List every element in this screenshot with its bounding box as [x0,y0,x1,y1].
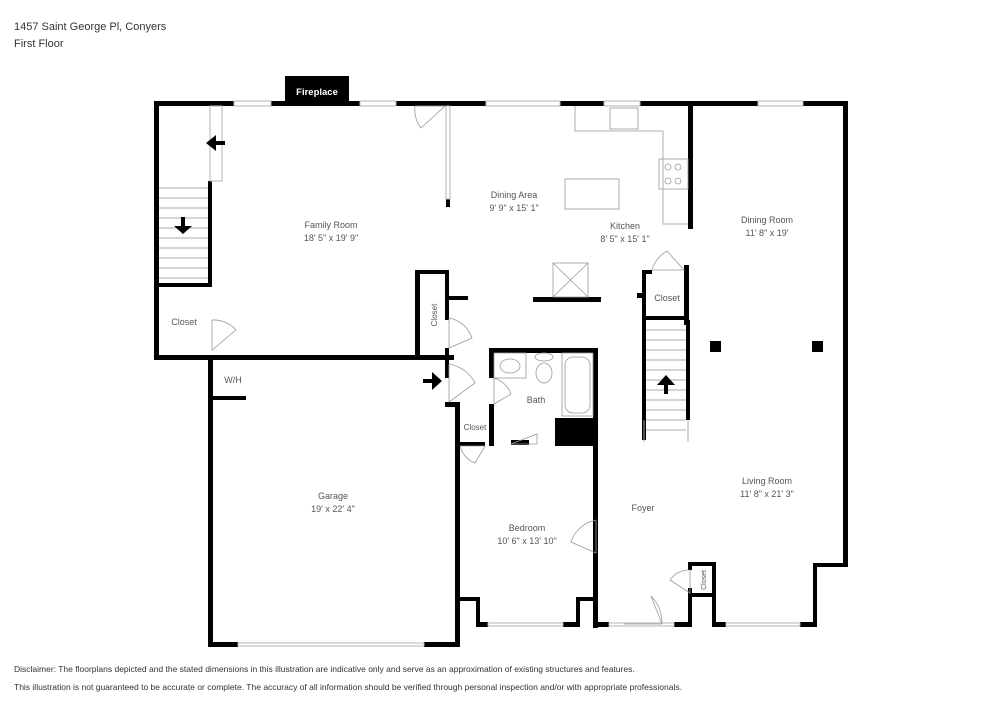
closet-label-3: Closet [464,423,487,432]
dining-room-name: Dining Room [741,215,793,225]
bathtub-icon [561,352,594,417]
stair-up-arrow-icon [657,375,675,385]
disclaimer-line-2: This illustration is not guaranteed to b… [14,682,682,692]
disclaimer-line-1: Disclaimer: The floorplans depicted and … [14,664,635,674]
living-room-dims: 11' 8" x 21' 3" [740,489,794,499]
bedroom-name: Bedroom [509,523,546,533]
sink-icon [609,107,639,130]
vanity-icon [493,352,527,379]
left-arrow-icon [206,135,216,151]
kitchen-fixtures [552,106,689,298]
wh-label: W/H [224,375,242,385]
room-labels: Fireplace Family Room 18' 5" x 19' 9" Di… [171,87,794,590]
kitchen-island [564,178,620,210]
closet-label-1: Closet [171,317,197,327]
kitchen-name: Kitchen [610,221,640,231]
walls [154,76,848,647]
dining-room-dims: 11' 8" x 19' [746,228,789,238]
garage-dims: 19' x 22' 4" [311,504,355,514]
bedroom-dims: 10' 6" x 13' 10" [497,536,556,546]
windows [209,100,804,647]
foyer-name: Foyer [631,503,654,513]
fridge-icon [552,262,589,298]
arrows [174,135,675,394]
closet-label-4: Closet [430,303,439,326]
family-room-name: Family Room [304,220,357,230]
dining-area-dims: 9' 9" x 15' 1" [489,203,538,213]
fireplace-label: Fireplace [296,87,338,98]
address-title: 1457 Saint George Pl, Conyers [14,21,167,33]
garage-name: Garage [318,491,348,501]
kitchen-dims: 8' 5" x 15' 1" [600,234,649,244]
bath-fixtures [493,352,594,417]
closet-label-2: Closet [654,293,680,303]
stair-down-arrow-icon [174,226,192,234]
living-room-name: Living Room [742,476,792,486]
doors [211,105,691,625]
toilet-icon [534,352,554,362]
dining-area-name: Dining Area [491,190,538,200]
garage-entry-arrow-icon [432,372,442,390]
stairs-left [159,187,208,279]
bath-name: Bath [527,395,546,405]
stove-icon [658,158,689,190]
closet-label-5: Closet [701,570,708,590]
floor-title: First Floor [14,38,64,50]
family-room-dims: 18' 5" x 19' 9" [304,233,358,243]
fireplace [285,76,349,104]
